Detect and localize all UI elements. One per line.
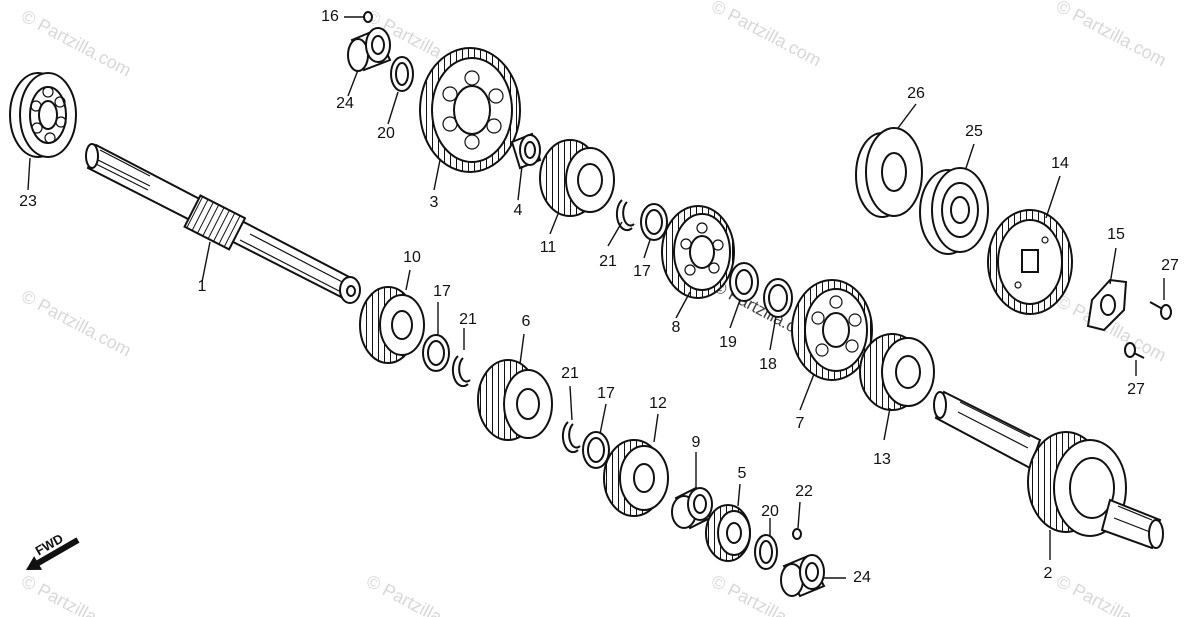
callout-27: 27 [1161,257,1179,274]
part-2-countershaft [933,390,1164,550]
callout-19: 19 [719,334,737,351]
callout-7: 7 [796,415,805,432]
part-1-mainshaft [85,143,361,304]
callout-24: 24 [853,569,871,586]
callout-21: 21 [561,365,579,382]
part-18-washer [763,278,793,318]
callout-17: 17 [433,283,451,300]
callout-23: 23 [19,193,37,210]
callout-2: 2 [1044,565,1053,582]
part-17-spline-washer [582,431,610,469]
callout-12: 12 [649,395,667,412]
part-5-gear [705,504,751,562]
part-4-bushing [510,132,542,170]
part-26-oil-seal [855,127,923,218]
leader-lines [27,16,1165,579]
watermark-text: © Partzilla.com [1053,571,1169,617]
callout-3: 3 [430,194,439,211]
callout-4: 4 [514,202,523,219]
watermark-layer: © Partzilla.com © Partzilla.com © Partzi… [18,0,1169,617]
part-13-gear [859,333,935,411]
part-24-needle-bearing [347,27,392,72]
callout-11: 11 [540,239,557,256]
callout-20: 20 [761,503,779,520]
watermark-text: © Partzilla.com [363,571,479,617]
part-7-gear [791,279,873,381]
part-16-clip [363,11,373,23]
part-17-spline-washer [640,203,668,241]
part-8-gear [661,205,735,299]
part-20-washer [390,56,414,92]
part-11-gear [539,139,615,217]
part-27-bolt [1124,342,1145,359]
callout-25: 25 [965,123,983,140]
callout-16: 16 [321,8,339,25]
callout-17: 17 [597,385,615,402]
part-12-gear [603,439,669,517]
callout-22: 22 [795,483,813,500]
part-25-bearing [919,167,989,255]
part-14-drive-sprocket [987,209,1073,315]
part-17-spline-washer [422,334,450,372]
part-22-clip [792,528,802,540]
part-9-needle-bearing [671,486,713,530]
callout-5: 5 [738,465,747,482]
callout-10: 10 [403,249,421,266]
part-21-snap-ring [561,421,581,454]
part-20-washer [754,534,778,570]
part-10-gear [359,286,425,364]
callout-26: 26 [907,85,925,102]
callout-15: 15 [1107,226,1125,243]
callout-27: 27 [1127,381,1145,398]
watermark-text: © Partzilla.com [18,571,134,617]
callout-17: 17 [633,263,651,280]
part-19-spline-washer [729,262,759,302]
callout-1: 1 [198,278,207,295]
watermark-text: © Partzilla.com [18,6,134,81]
part-3-gear [419,47,521,173]
callout-18: 18 [759,356,777,373]
callout-14: 14 [1051,155,1069,172]
callout-6: 6 [522,313,531,330]
callouts: 16 24 20 3 4 11 21 17 8 19 18 7 13 26 25… [19,8,1179,586]
callout-13: 13 [873,451,891,468]
callout-21: 21 [459,311,477,328]
part-21-snap-ring [615,199,635,232]
callout-20: 20 [377,125,395,142]
watermark-text: © Partzilla.com [18,286,134,361]
callout-8: 8 [672,319,681,336]
part-23-bearing [9,72,77,158]
part-27-bolt [1149,301,1172,320]
part-6-gear [477,359,553,441]
part-21-snap-ring [451,355,471,388]
callout-24: 24 [336,95,354,112]
watermark-text: © Partzilla.com [1053,0,1169,70]
watermark-text: © Partzilla.com [708,0,824,70]
callout-9: 9 [692,434,701,451]
part-24-needle-bearing [780,554,826,598]
callout-21: 21 [599,253,617,270]
fwd-arrow-icon: FWD [26,531,80,570]
